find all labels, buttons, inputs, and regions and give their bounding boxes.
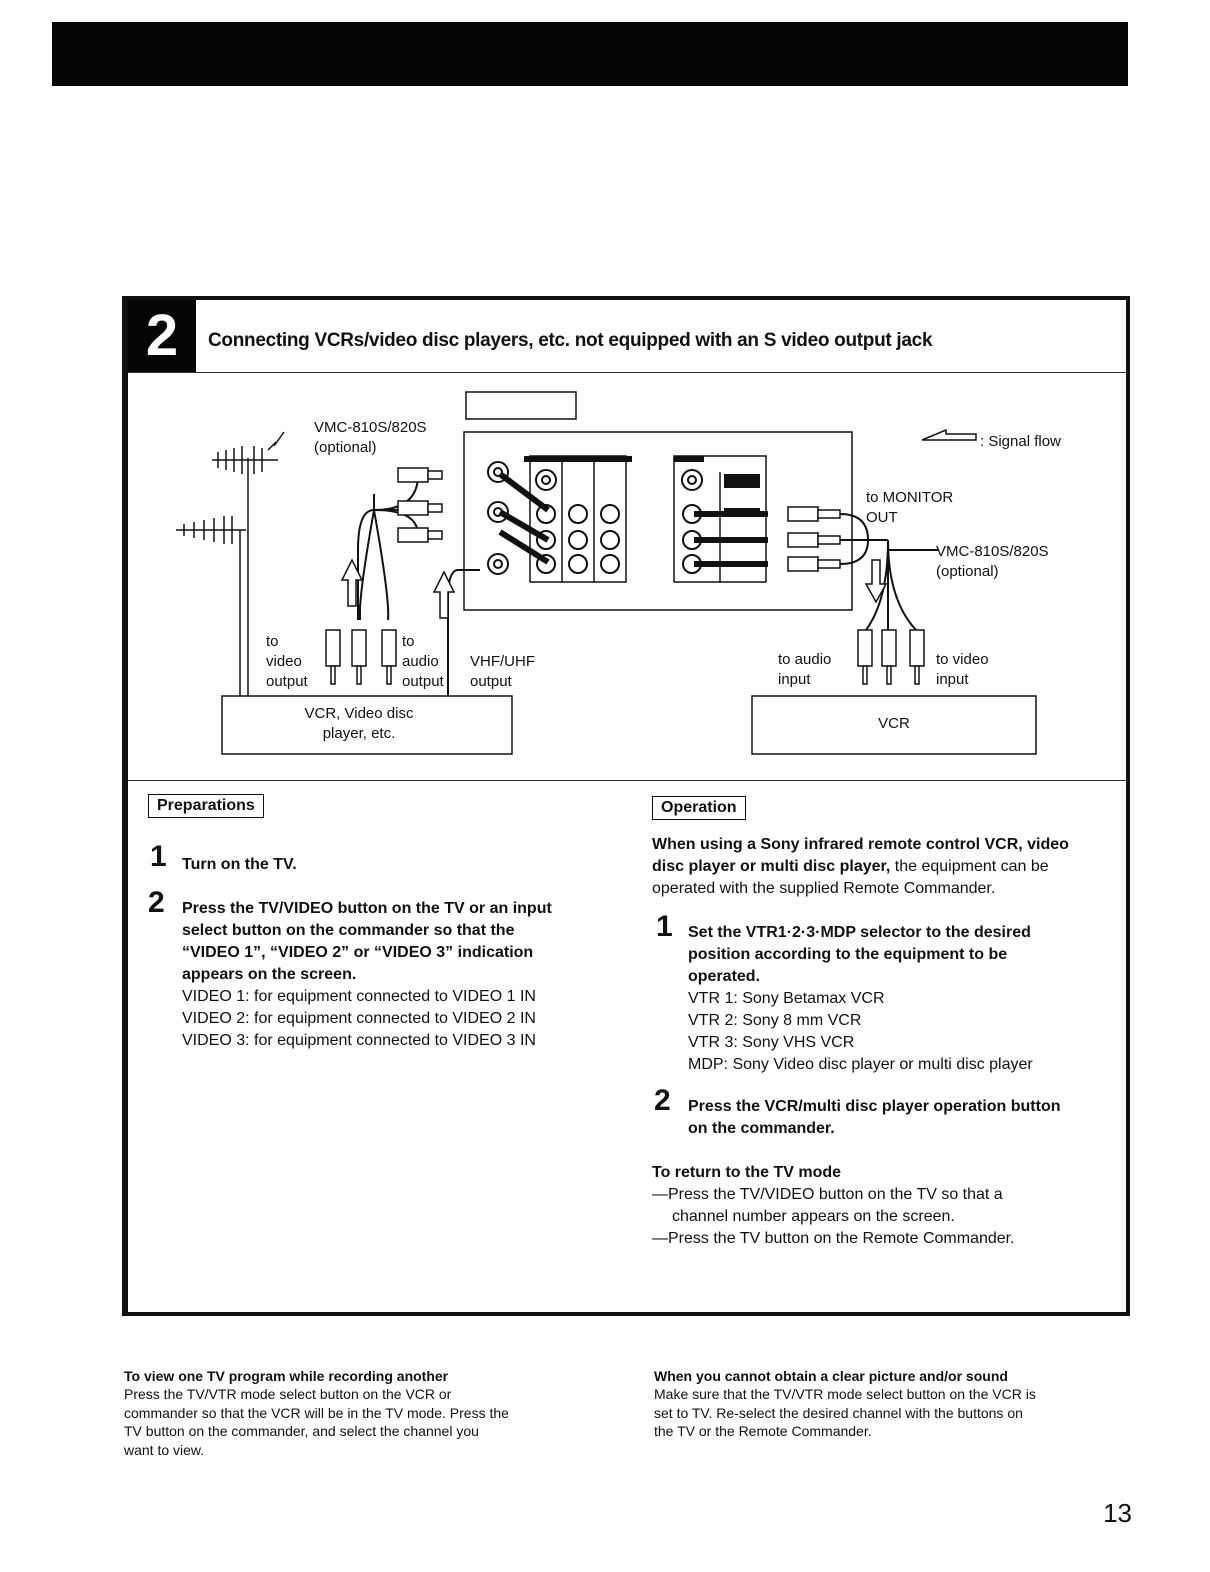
section-2: 2 Connecting VCRs/video disc players, et… xyxy=(122,296,1130,1316)
signal-flow-label: : Signal flow xyxy=(980,433,1061,450)
preparations-heading: Preparations xyxy=(148,794,264,818)
op-step-2-number: 2 xyxy=(654,1084,671,1117)
prep-step-2-number: 2 xyxy=(148,886,165,919)
section-divider xyxy=(128,372,1126,373)
cable-right-label: VMC-810S/820S (optional) xyxy=(936,543,1049,580)
left-device-label: VCR, Video disc player, etc. xyxy=(304,705,414,742)
to-video-output-label: to video output xyxy=(266,633,308,690)
left-cable xyxy=(357,474,480,698)
to-audio-output-label: to audio output xyxy=(402,633,444,690)
section-title: Connecting VCRs/video disc players, etc.… xyxy=(208,330,933,351)
antenna-icon xyxy=(176,431,285,696)
connection-diagram xyxy=(176,391,1037,755)
vhf-uhf-label: VHF/UHF output xyxy=(470,653,535,690)
page-number: 13 xyxy=(1103,1498,1132,1528)
tv-rear-panel xyxy=(463,431,853,611)
op-step-1-number: 1 xyxy=(656,910,673,943)
prep-step-2-text: Press the TV/VIDEO button on the TV or a… xyxy=(182,900,552,1049)
footer-note-right: When you cannot obtain a clear picture a… xyxy=(654,1368,1036,1439)
diagram-divider xyxy=(128,780,1126,781)
op-step-1-text: Set the VTR1·2·3·MDP selector to the des… xyxy=(688,924,1033,1073)
op-step-2-text: Press the VCR/multi disc player operatio… xyxy=(688,1098,1061,1137)
return-tv-mode: To return to the TV mode —Press the TV/V… xyxy=(652,1164,1015,1247)
footer-note-left: To view one TV program while recording a… xyxy=(124,1368,509,1458)
tv-label-box xyxy=(465,391,577,420)
right-device-plugs xyxy=(857,559,925,685)
prep-step-1-text: Turn on the TV. xyxy=(182,856,297,873)
right-device-box xyxy=(751,695,1037,755)
right-device-label: VCR xyxy=(878,715,910,732)
right-cable xyxy=(839,513,938,631)
header-bar xyxy=(52,22,1128,86)
prep-step-1-number: 1 xyxy=(150,840,167,873)
left-device-plugs xyxy=(325,629,397,685)
to-monitor-label: to MONITOR OUT xyxy=(866,489,954,526)
cable-left-label: VMC-810S/820S (optional) xyxy=(314,419,427,456)
signal-flow-icon xyxy=(921,428,977,441)
operation-heading: Operation xyxy=(652,796,746,820)
to-audio-input-label: to audio input xyxy=(778,651,832,688)
to-video-input-label: to video input xyxy=(936,651,989,688)
left-device-box xyxy=(221,695,513,755)
section-number: 2 xyxy=(128,300,196,372)
operation-intro: When using a Sony infrared remote contro… xyxy=(652,836,1069,897)
